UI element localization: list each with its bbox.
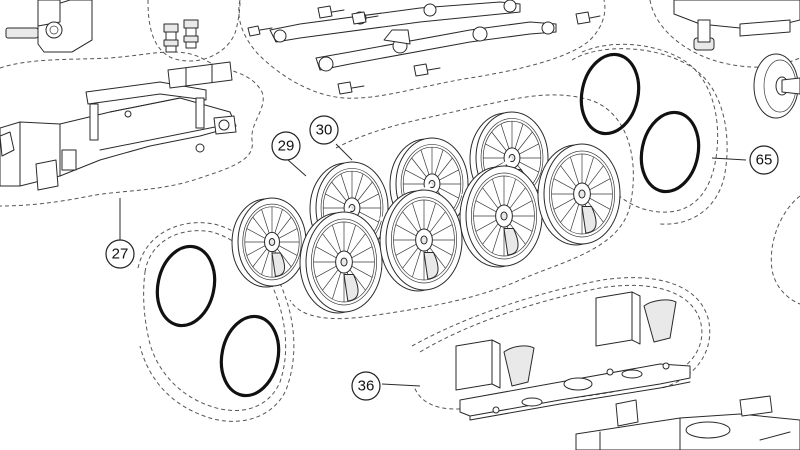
callout-36: 36 [351, 371, 381, 401]
pivot-pins [163, 19, 199, 53]
callout-36-label: 36 [358, 378, 375, 395]
callout-30: 30 [309, 115, 339, 145]
callout-29: 29 [271, 131, 301, 161]
callout-27: 27 [105, 239, 135, 269]
callout-leaders [119, 143, 747, 387]
bearing-block [673, 0, 800, 51]
dashed-group-boundaries [0, 0, 800, 422]
chassis-frame [0, 61, 237, 191]
spoked-wheel [459, 165, 543, 268]
callout-27-label: 27 [112, 246, 129, 263]
brake-hanger-frame [455, 291, 691, 421]
spare-wheel [753, 53, 800, 119]
spoked-wheel [299, 211, 383, 314]
driving-wheel-sets [231, 111, 621, 314]
callout-30-label: 30 [316, 122, 333, 139]
gearbox-housing [5, 0, 93, 53]
callout-65-label: 65 [756, 152, 773, 169]
coupling-rods [269, 0, 557, 72]
traction-tyre [155, 244, 217, 328]
lower-frame [575, 395, 800, 450]
crank-screws [247, 5, 601, 95]
traction-tyre [579, 52, 641, 136]
spoked-wheel [379, 189, 463, 292]
callout-29-label: 29 [278, 138, 295, 155]
traction-tyres [155, 52, 701, 398]
spoked-wheel [537, 143, 621, 246]
spoked-wheel [231, 197, 307, 288]
traction-tyre [639, 110, 701, 194]
callout-65: 65 [749, 145, 779, 175]
traction-tyre [219, 314, 281, 398]
